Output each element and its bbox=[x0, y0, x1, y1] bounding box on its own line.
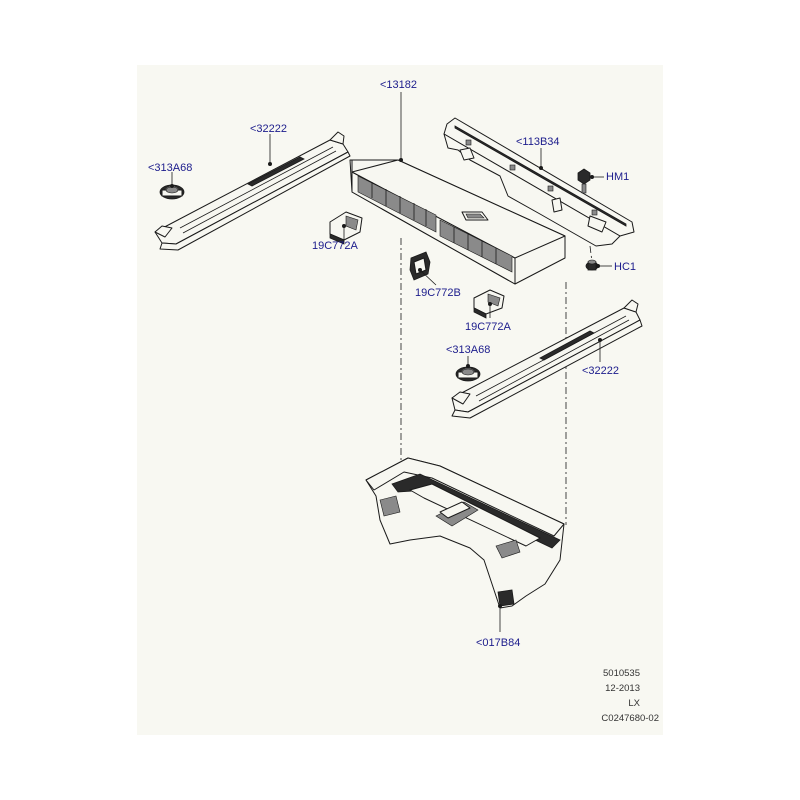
callout-HM1: HM1 bbox=[606, 171, 629, 183]
clip-19C772A-right bbox=[473, 289, 505, 319]
callout-HC1: HC1 bbox=[614, 261, 636, 273]
rear-panel-13182 bbox=[349, 159, 566, 285]
drawing-reference-block: 5010535 12-2013 LX C0247680-02 bbox=[601, 668, 659, 724]
callout-113B34: <113B34 bbox=[516, 136, 560, 148]
reference-drawing-id: C0247680-02 bbox=[601, 713, 659, 724]
reference-date: 12-2013 bbox=[605, 683, 640, 694]
left-sill-rail bbox=[154, 131, 351, 251]
callout-labels: <13182 <32222 <313A68 <113B34 HM1 19C772… bbox=[148, 79, 636, 649]
callout-32222-bottom: <32222 bbox=[582, 365, 619, 377]
reference-model: LX bbox=[628, 698, 640, 709]
hc1-clip bbox=[585, 259, 599, 271]
callout-017B84: <017B84 bbox=[476, 637, 520, 649]
callout-13182: <13182 bbox=[380, 79, 417, 91]
right-clip-313A68 bbox=[455, 366, 481, 382]
callout-19C772A-left: 19C772A bbox=[312, 240, 359, 252]
leader-lines bbox=[170, 92, 612, 632]
right-sill-rail bbox=[451, 299, 643, 419]
callout-19C772B: 19C772B bbox=[415, 287, 461, 299]
reference-number: 5010535 bbox=[603, 668, 640, 679]
callout-313A68-top: <313A68 bbox=[148, 162, 192, 174]
callout-32222-top: <32222 bbox=[250, 123, 287, 135]
rear-bracket-113B34 bbox=[443, 117, 635, 247]
clip-19C772B bbox=[409, 251, 431, 281]
hm1-nut bbox=[577, 168, 591, 194]
spare-wheel-tub-017B84 bbox=[365, 457, 565, 609]
callout-313A68-bottom: <313A68 bbox=[446, 344, 490, 356]
callout-19C772A-right: 19C772A bbox=[465, 321, 512, 333]
